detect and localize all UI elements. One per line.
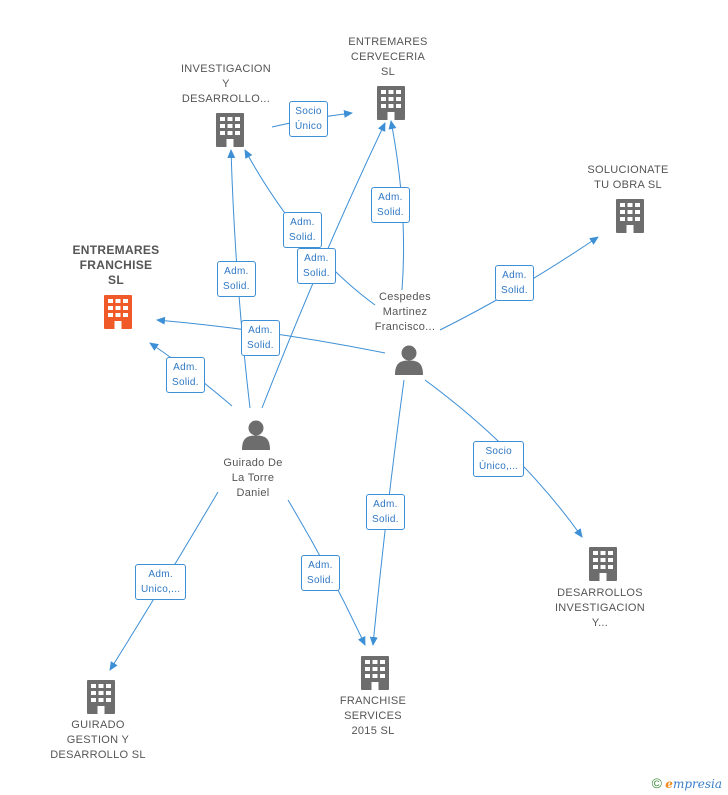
building-icon[interactable] bbox=[616, 199, 644, 233]
building-icon[interactable] bbox=[377, 86, 405, 120]
node-guirado-gestion-label[interactable]: GUIRADO GESTION Y DESARROLLO SL bbox=[50, 719, 146, 761]
node-cespedes-label[interactable]: Cespedes Martinez Francisco... bbox=[374, 291, 436, 333]
person-icon[interactable] bbox=[395, 345, 423, 376]
person-icon[interactable] bbox=[242, 420, 270, 451]
node-franchise-services-label[interactable]: FRANCHISE SERVICES 2015 SL bbox=[339, 695, 407, 737]
node-entremares-cerveceria-label[interactable]: ENTREMARES CERVECERIA SL bbox=[348, 36, 428, 78]
building-icon[interactable] bbox=[589, 547, 617, 581]
node-investigacion-label[interactable]: INVESTIGACION Y DESARROLLO... bbox=[180, 63, 272, 105]
edge-label-adm-solid[interactable]: Adm. Solid. bbox=[166, 357, 205, 393]
edge-label-adm-solid[interactable]: Adm. Solid. bbox=[241, 320, 280, 356]
copyright-symbol: © bbox=[651, 775, 662, 791]
node-entremares-franchise-label[interactable]: ENTREMARES FRANCHISE SL bbox=[72, 243, 160, 287]
edge-label-adm-solid[interactable]: Adm. Solid. bbox=[283, 212, 322, 248]
edge-label-adm-solid[interactable]: Adm. Solid. bbox=[297, 248, 336, 284]
empresia-logo: © empresia bbox=[652, 775, 722, 791]
building-icon[interactable] bbox=[216, 113, 244, 147]
edge-label-adm-unico[interactable]: Adm. Unico,... bbox=[135, 564, 187, 600]
brand-name: mpresia bbox=[672, 777, 722, 791]
edge-label-adm-solid[interactable]: Adm. Solid. bbox=[495, 265, 534, 301]
node-desarrollos-label[interactable]: DESARROLLOS INVESTIGACION Y... bbox=[554, 587, 646, 629]
edge-label-socio-unico[interactable]: Socio Único bbox=[289, 101, 329, 137]
edge-label-adm-solid[interactable]: Adm. Solid. bbox=[366, 494, 405, 530]
building-icon[interactable] bbox=[104, 295, 132, 329]
node-solucionate-label[interactable]: SOLUCIONATE TU OBRA SL bbox=[587, 164, 669, 191]
node-guirado-person-label[interactable]: Guirado De La Torre Daniel bbox=[223, 457, 283, 499]
brand-e: e bbox=[665, 777, 673, 791]
edge-label-adm-solid[interactable]: Adm. Solid. bbox=[217, 261, 256, 297]
edge-label-adm-solid[interactable]: Adm. Solid. bbox=[371, 187, 410, 223]
edge-label-socio-unico[interactable]: Socio Único,... bbox=[473, 441, 525, 477]
building-icon[interactable] bbox=[361, 656, 389, 690]
building-icon[interactable] bbox=[87, 680, 115, 714]
edge-label-adm-solid[interactable]: Adm. Solid. bbox=[301, 555, 340, 591]
